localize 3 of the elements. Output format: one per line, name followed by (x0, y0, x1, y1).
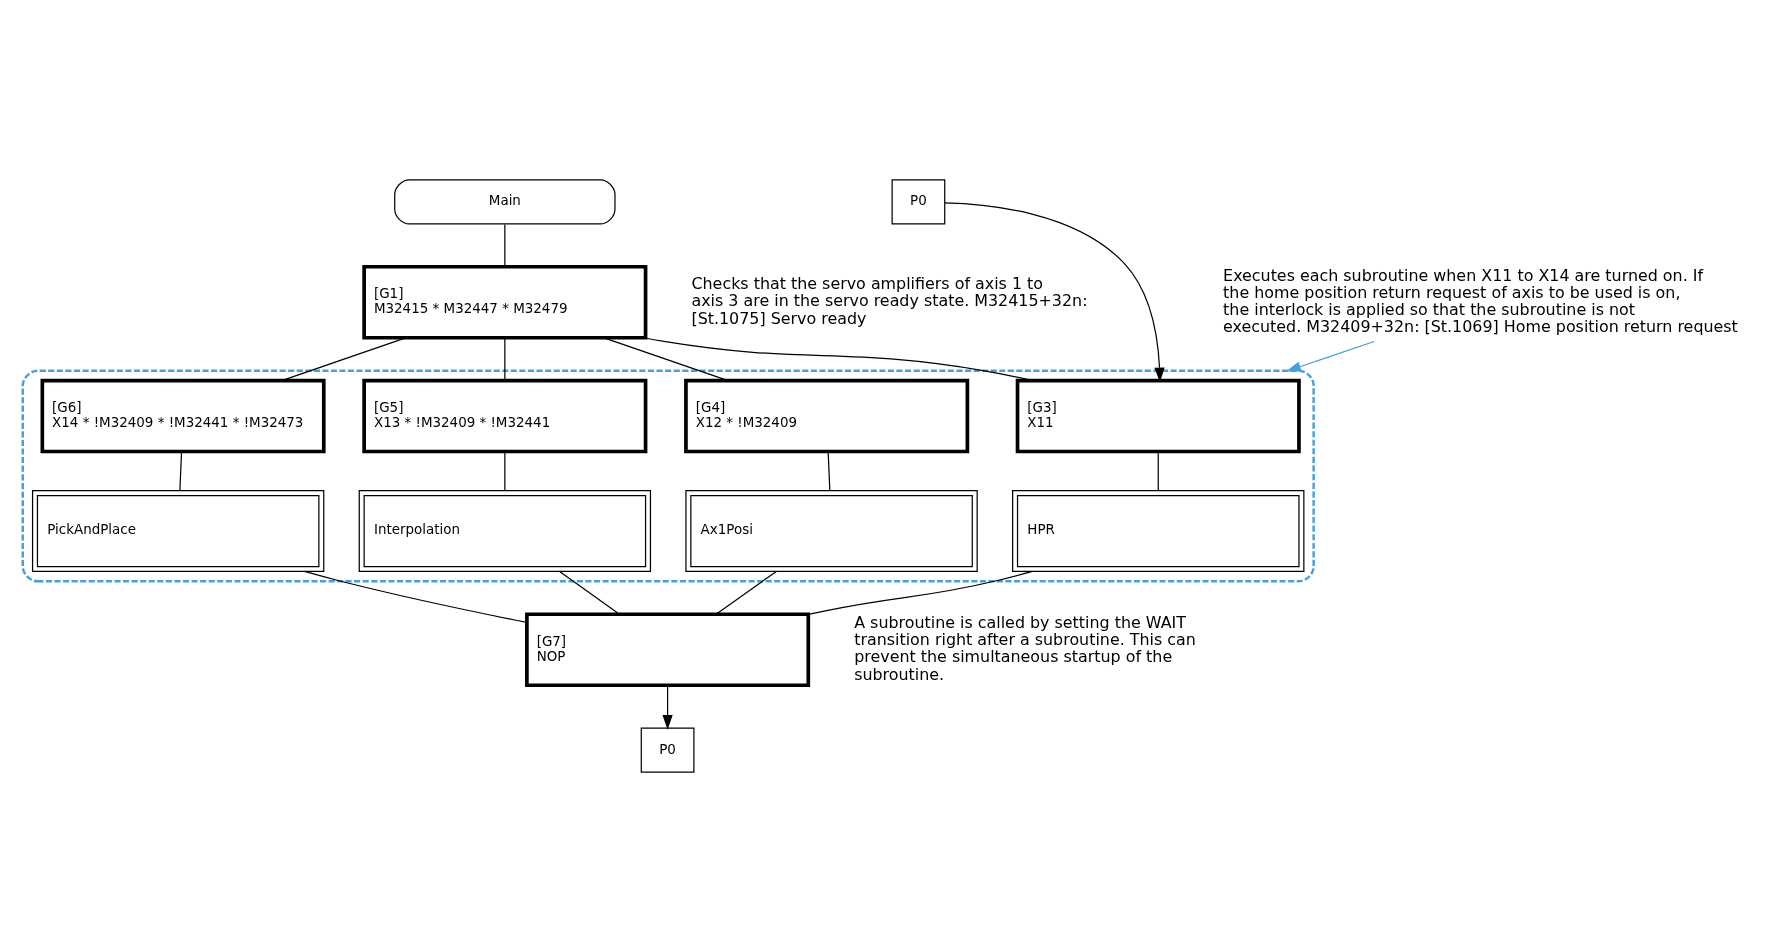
node-text: Executes each subroutine when X11 to X14 are turned on. If the home position return request of axis to be used is on, the interlock is applied so that the subroutine is not executed. M32409+32n: [St.1069] Home position return request (1223, 265, 1738, 336)
node-label: A subroutine is called by setting the WAIT transition right after a subroutine. This can prevent the simultaneous startup of the subroutine. (854, 612, 1196, 684)
node-label: Checks that the servo amplifiers of axis 1 to axis 3 are in the servo ready state. M32415+32n: [St.1075] Servo ready (691, 273, 1088, 328)
